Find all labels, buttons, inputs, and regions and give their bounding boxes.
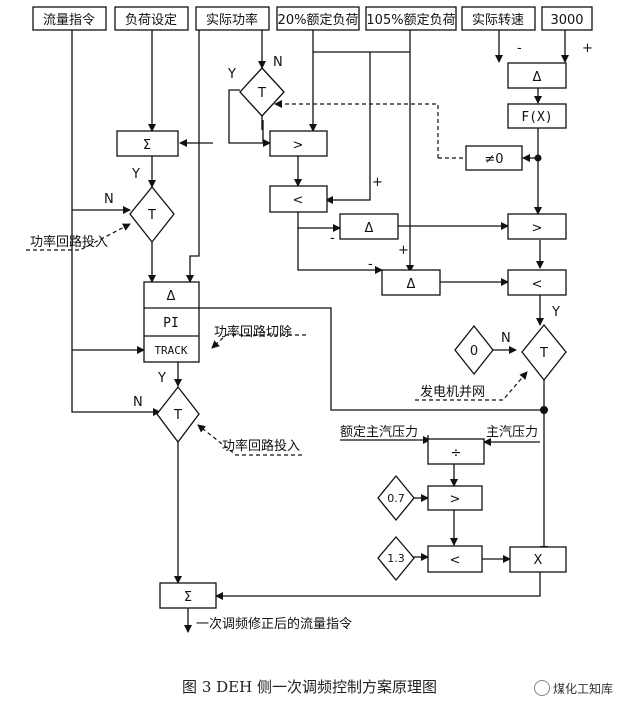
- zero-constant: 0: [454, 324, 494, 376]
- function-blocks: Δ F(X) ≠0 T Σ > <: [116, 62, 567, 609]
- delta-block-mid: Δ: [339, 213, 399, 240]
- svg-text:额定主汽压力: 额定主汽压力: [340, 425, 418, 440]
- svg-text:实际功率: 实际功率: [206, 12, 258, 28]
- svg-text:功率回路切除: 功率回路切除: [214, 324, 292, 340]
- svg-text:+: +: [372, 175, 383, 190]
- wechat-icon: [533, 680, 550, 696]
- svg-text:>: >: [293, 138, 304, 153]
- input-row: 流量指令 负荷设定 实际功率 20%额定负荷 105%额定负荷 实际转速 300…: [32, 6, 593, 31]
- svg-text:流量指令: 流量指令: [43, 13, 95, 28]
- input-load-setting: 负荷设定: [114, 6, 189, 31]
- svg-text:Δ: Δ: [533, 70, 542, 85]
- svg-text:X: X: [534, 553, 543, 568]
- svg-text:T: T: [257, 86, 266, 101]
- figure-caption: 图 3 DEH 侧一次调频控制方案原理图: [182, 678, 437, 696]
- greater-than-block-1: >: [269, 130, 328, 157]
- switch-t-lower: T: [156, 385, 200, 444]
- svg-text:+: +: [398, 243, 409, 258]
- svg-text:0: 0: [470, 344, 478, 359]
- junction-dots: [534, 154, 548, 414]
- svg-text:PI: PI: [163, 316, 179, 331]
- svg-text:Y: Y: [131, 167, 140, 182]
- svg-text:Δ: Δ: [167, 289, 176, 304]
- fx-block: F(X): [507, 103, 567, 129]
- input-actual-power: 实际功率: [195, 6, 270, 31]
- svg-text:>: >: [450, 492, 461, 507]
- delta-block-lower: Δ: [381, 269, 441, 296]
- svg-text:负荷设定: 负荷设定: [125, 13, 177, 28]
- svg-text:T: T: [147, 208, 156, 223]
- svg-text:N: N: [273, 55, 283, 70]
- svg-text:TRACK: TRACK: [154, 344, 187, 357]
- switch-t-right: T: [521, 323, 567, 382]
- svg-text:<: <: [293, 193, 304, 208]
- svg-text:>: >: [532, 221, 543, 236]
- svg-text:F(X): F(X): [521, 110, 552, 125]
- watermark: 煤化工知库: [533, 680, 613, 697]
- input-actual-speed: 实际转速: [461, 6, 536, 31]
- svg-text:Y: Y: [227, 67, 236, 82]
- input-flow-command: 流量指令: [32, 6, 107, 31]
- dashed-signals: [26, 100, 528, 456]
- greater-than-block-2: >: [507, 213, 567, 240]
- sum-block-final: Σ: [159, 582, 217, 609]
- svg-text:+: +: [582, 41, 593, 56]
- svg-text:功率回路投入: 功率回路投入: [30, 234, 108, 250]
- svg-text:一次调频修正后的流量指令: 一次调频修正后的流量指令: [196, 616, 352, 632]
- svg-text:÷: ÷: [451, 446, 462, 461]
- svg-text:<: <: [532, 277, 543, 292]
- diagram-labels: Y N Y N N Y Y N - + + - + - 功率回路投入 功率回路切…: [30, 41, 593, 632]
- svg-text:实际转速: 实际转速: [472, 13, 524, 28]
- multiply-block: X: [509, 546, 567, 573]
- input-20pct-rated-load: 20%额定负荷: [276, 6, 360, 31]
- divide-block: ÷: [427, 438, 485, 465]
- svg-text:T: T: [173, 408, 182, 423]
- switch-t-upper: T: [239, 67, 285, 117]
- not-zero-block: ≠0: [465, 145, 523, 171]
- pi-controller-stack: Δ PI TRACK: [143, 281, 200, 363]
- svg-text:Σ: Σ: [184, 590, 192, 605]
- less-than-block-2: <: [507, 269, 567, 296]
- svg-text:-: -: [517, 41, 522, 56]
- greater-than-block-3: >: [427, 485, 483, 511]
- switch-t-left: T: [129, 185, 175, 244]
- const-1.3: 1.3: [377, 536, 415, 582]
- less-than-block-1: <: [269, 185, 328, 213]
- svg-text:<: <: [450, 553, 461, 568]
- svg-text:3000: 3000: [550, 13, 583, 28]
- less-than-block-3: <: [427, 545, 483, 573]
- svg-text:1.3: 1.3: [387, 552, 405, 565]
- connector-lines: [71, 30, 569, 633]
- svg-text:Σ: Σ: [143, 138, 151, 153]
- svg-text:T: T: [539, 346, 548, 361]
- svg-text:Δ: Δ: [365, 221, 374, 236]
- svg-text:主汽压力: 主汽压力: [486, 425, 538, 440]
- svg-text:N: N: [104, 192, 114, 207]
- const-0.7: 0.7: [377, 474, 415, 522]
- svg-text:功率回路投入: 功率回路投入: [222, 438, 300, 454]
- svg-text:105%额定负荷: 105%额定负荷: [366, 13, 455, 28]
- speed-delta-block: Δ: [507, 62, 567, 89]
- svg-text:0.7: 0.7: [387, 492, 405, 505]
- watermark-text: 煤化工知库: [552, 682, 613, 696]
- input-3000: 3000: [541, 6, 593, 31]
- svg-text:≠0: ≠0: [484, 152, 503, 167]
- svg-text:-: -: [368, 257, 373, 272]
- svg-text:-: -: [330, 231, 335, 246]
- svg-text:Y: Y: [551, 305, 560, 320]
- sum-block-upper: Σ: [116, 130, 179, 157]
- svg-text:N: N: [501, 331, 511, 346]
- svg-text:发电机并网: 发电机并网: [420, 384, 485, 400]
- svg-text:Δ: Δ: [407, 277, 416, 292]
- svg-text:N: N: [133, 395, 143, 410]
- svg-text:20%额定负荷: 20%额定负荷: [278, 13, 359, 28]
- input-105pct-rated-load: 105%额定负荷: [365, 6, 457, 31]
- svg-text:Y: Y: [157, 371, 166, 386]
